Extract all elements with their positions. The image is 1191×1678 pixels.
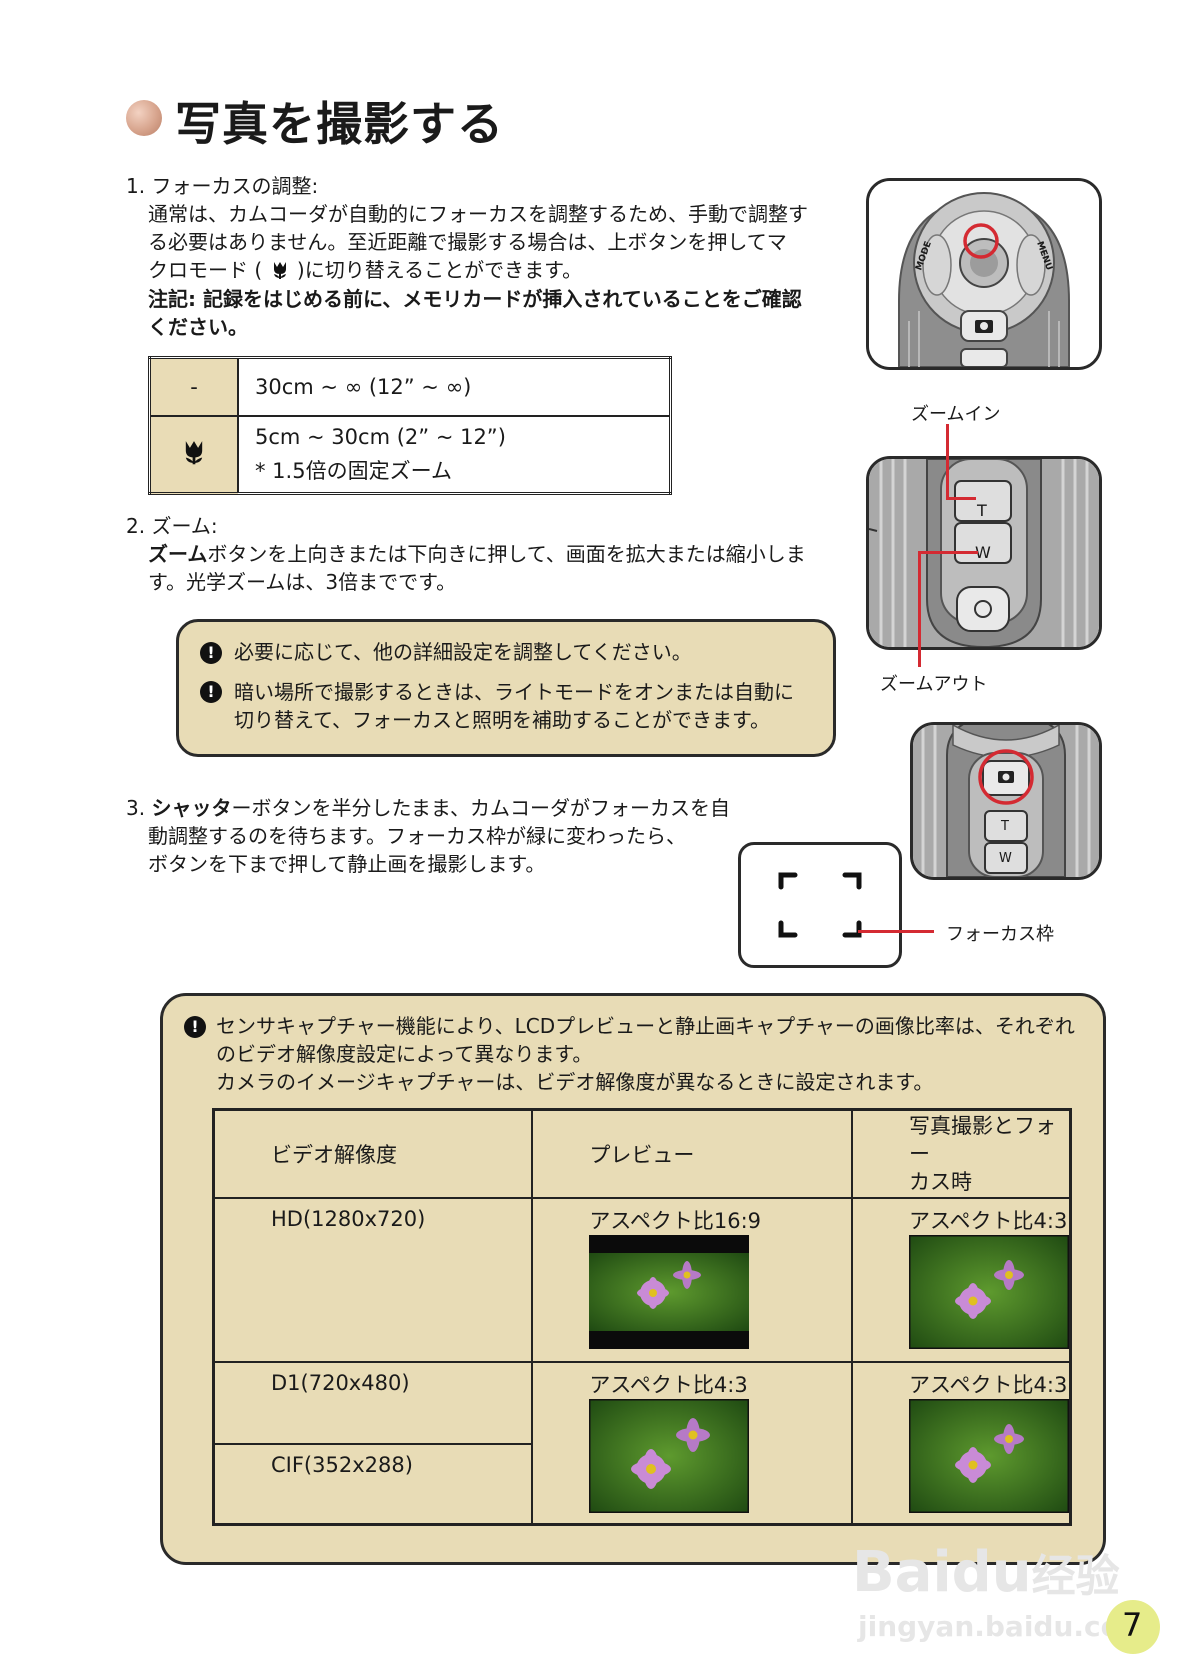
macro-prefix: クロモード ( [148, 258, 263, 282]
focus-frame-leader [858, 930, 934, 933]
camera-shutter-graphic [913, 725, 1099, 877]
zoom-in-label: ズームイン [911, 404, 1001, 425]
zoom-out-label: ズームアウト [880, 674, 988, 695]
watermark-brand-cn: 经验 [1031, 1551, 1120, 1602]
baidu-watermark-url: jingyan.baidu.com [858, 1610, 1150, 1643]
section3-line1: 3. シャッターボタンを半分したまま、カムコーダがフォーカスを自 [126, 794, 730, 822]
section1-line: 通常は、カムコーダが自動的にフォーカスを調整するため、手動で調整す [148, 202, 808, 226]
zoom-in-leader [946, 424, 949, 500]
zoom-out-leader [918, 551, 978, 554]
section1-heading: 1. フォーカスの調整: [126, 174, 319, 198]
zoom-in-leader [946, 497, 976, 500]
preview-cell: アスペクト比4:3 [531, 1361, 853, 1525]
flower-capture-image [909, 1235, 1069, 1349]
camera-dial-graphic [869, 181, 1099, 367]
aspect-info-line: センサキャプチャー機能により、LCDプレビューと静止画キャプチャーの画像比率は、… [216, 1014, 1075, 1038]
focus-normal-range: 30cm ~ ∞ (12” ~ ∞) [237, 356, 672, 417]
page-number-badge [1106, 1600, 1160, 1654]
baidu-watermark: Baidu经验 [852, 1540, 1120, 1605]
res-cell: HD(1280x720) [212, 1197, 534, 1363]
preview-aspect: アスペクト比4:3 [589, 1373, 748, 1397]
watermark-brand: Baidu [852, 1540, 1032, 1605]
focus-macro-note: * 1.5倍の固定ズーム [255, 459, 452, 484]
aspect-info-line: のビデオ解像度設定によって異なります。 [216, 1042, 593, 1066]
tip-text: 切り替えて、フォーカスと照明を補助することができます。 [234, 708, 770, 732]
tips-box [176, 619, 836, 757]
camera-zoom-graphic [869, 459, 1099, 647]
section2-line2: す。光学ズームは、3倍までです。 [148, 570, 457, 594]
res-cell: D1(720x480) [212, 1361, 534, 1445]
memory-card-note-cont: ください。 [148, 315, 248, 339]
zoom-t-label: T [977, 501, 987, 520]
section3-line2: 動調整するのを待ちます。フォーカス枠が緑に変わったら、 [148, 824, 686, 848]
camera-top-dial-illustration: MODE MENU [866, 178, 1102, 370]
exclamation-icon: ! [184, 1016, 206, 1038]
tip-text: 暗い場所で撮影するときは、ライトモードをオンまたは自動に [234, 680, 794, 704]
focus-macro-symbol [148, 414, 239, 495]
aspect-info-line: カメラのイメージキャプチャーは、ビデオ解像度が異なるときに設定されます。 [216, 1070, 934, 1094]
memory-card-note: 注記: 記録をはじめる前に、メモリカードが挿入されていることをご確認 [148, 287, 802, 311]
camera-zoom-illustration: T W [866, 456, 1102, 650]
flower-capture-image [909, 1399, 1069, 1513]
flower-preview-image [589, 1235, 750, 1349]
section1-line: る必要はありません。至近距離で撮影する場合は、上ボタンを押してマ [148, 230, 787, 254]
res-cell: CIF(352x288) [212, 1443, 534, 1525]
page-title: 写真を撮影する [175, 97, 504, 151]
camera-shutter-illustration: T W [910, 722, 1102, 880]
macro-tulip-icon [273, 262, 286, 279]
shutter-t-label: T [1001, 819, 1009, 834]
macro-suffix: )に切り替えることができます。 [296, 258, 583, 282]
section1-macro-line: クロモード ( )に切り替えることができます。 [148, 256, 582, 284]
shutter-rest: ーボタンを半分したまま、カムコーダがフォーカスを自 [231, 796, 731, 820]
capture-cell: アスペクト比4:3 [851, 1361, 1072, 1525]
preview-cell: アスペクト比16:9 [531, 1197, 853, 1363]
section3-line3: ボタンを下まで押して静止画を撮影します。 [148, 852, 546, 876]
focus-frame-label: フォーカス枠 [946, 924, 1054, 945]
capture-aspect: アスペクト比4:3 [909, 1373, 1068, 1397]
focus-frame-illustration [738, 842, 902, 968]
section2-line1: ズームボタンを上向きまたは下向きに押して、画面を拡大または縮小しま [148, 540, 806, 568]
resolution-table: ビデオ解像度 プレビュー 写真撮影とフォー カス時 HD(1280x720) ア… [212, 1108, 1072, 1526]
macro-tulip-icon [185, 440, 203, 465]
shutter-w-label: W [999, 851, 1012, 866]
focus-normal-symbol: - [148, 356, 239, 417]
column-header-line: 写真撮影とフォー [909, 1114, 1056, 1166]
zoom-out-leader [918, 551, 921, 667]
zoom-rest: ボタンを上向きまたは下向きに押して、画面を拡大または縮小しま [207, 542, 806, 566]
page-number: 7 [1122, 1606, 1143, 1644]
column-header: プレビュー [531, 1108, 853, 1199]
shutter-bold: シャッタ [151, 796, 232, 820]
zoom-bold: ズーム [148, 542, 208, 566]
section2-heading: 2. ズーム: [126, 514, 218, 538]
exclamation-icon: ! [200, 642, 222, 664]
focus-macro-range: 5cm ~ 30cm (2” ~ 12”) [255, 425, 506, 450]
focus-range-table: - 30cm ~ ∞ (12” ~ ∞) 5cm ~ 30cm (2” ~ 12… [148, 356, 672, 495]
column-header-line: カス時 [909, 1170, 972, 1194]
preview-aspect: アスペクト比16:9 [589, 1209, 762, 1233]
focus-macro-cell: 5cm ~ 30cm (2” ~ 12”) * 1.5倍の固定ズーム [237, 414, 672, 495]
column-header: 写真撮影とフォー カス時 [851, 1108, 1072, 1199]
tip-text: 必要に応じて、他の詳細設定を調整してください。 [234, 640, 692, 664]
flower-preview-image [589, 1399, 750, 1513]
focus-frame-brackets [778, 872, 862, 938]
capture-cell: アスペクト比4:3 [851, 1197, 1072, 1363]
capture-aspect: アスペクト比4:3 [909, 1209, 1068, 1233]
zoom-w-label: W [975, 543, 991, 562]
exclamation-icon: ! [200, 681, 222, 703]
section3-number: 3. [126, 796, 152, 820]
column-header: ビデオ解像度 [212, 1108, 534, 1199]
title-bullet [126, 100, 162, 136]
